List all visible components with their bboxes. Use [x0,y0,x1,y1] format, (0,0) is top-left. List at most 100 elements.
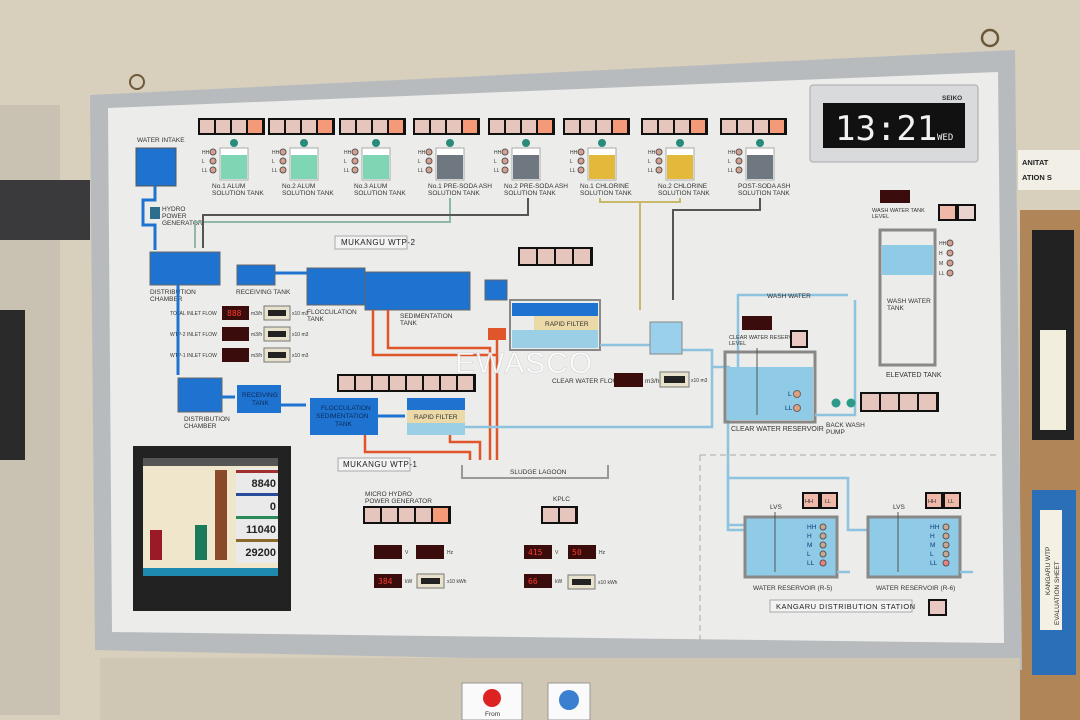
level-indicator-hh [501,148,509,156]
alarm-button[interactable] [919,394,936,410]
binder-title: KANGARU WTP [1045,547,1052,595]
alarm-button[interactable] [441,376,456,390]
indicator-hh [819,523,827,531]
flow-unit: m3/h [251,311,262,317]
energy-unit: x10 kWh [598,580,618,586]
reservoir-alarm-button[interactable] [790,330,808,348]
indicator-ll [946,269,954,277]
alarm-button[interactable] [373,376,388,390]
alarm-button[interactable] [538,120,552,133]
tank-liquid [291,155,317,179]
alarm-button[interactable] [415,120,429,133]
alarm-button[interactable] [862,394,879,410]
level-mark: M [930,542,935,549]
alarm-button[interactable] [365,508,380,522]
clear-water-reservoir-label: CLEAR WATER RESERVOIR [731,426,824,433]
alarm-button[interactable] [738,120,752,133]
alarm-button[interactable] [232,120,246,133]
alarm-button[interactable] [522,120,536,133]
wtp1-receiving-label-2: TANK [252,400,270,407]
level-indicator-hh [735,148,743,156]
alarm-button[interactable] [356,376,371,390]
alarm-button[interactable] [900,394,917,410]
alarm-button[interactable] [216,120,230,133]
alarm-button[interactable] [318,120,332,133]
ll-alarm-button[interactable] [943,492,961,509]
indicator-h [819,532,827,540]
clear-water-flow-display [614,373,643,387]
wtp1-rapid-filter-label: RAPID FILTER [414,414,458,421]
alarm-button[interactable] [286,120,300,133]
wash-tank-alarm-button[interactable] [957,204,976,221]
hh-alarm-button[interactable] [925,492,943,509]
alarm-button[interactable] [248,120,262,133]
level-mark: H [939,251,943,257]
alarm-button[interactable] [597,120,611,133]
chemical-tank-label: No.1 CHLORINE [580,183,630,190]
alarm-button[interactable] [691,120,705,133]
alarm-button[interactable] [458,376,473,390]
wash-water-tank [878,228,937,367]
chemical-tank-label: No.2 PRE-SODA ASH [504,183,568,190]
alarm-button[interactable] [770,120,784,133]
alarm-button[interactable] [643,120,657,133]
alarm-button[interactable] [431,120,445,133]
wtp2-sed-label: SEDIMENTATION [400,313,453,320]
pipe [222,395,405,418]
alarm-button[interactable] [543,508,558,522]
alarm-button[interactable] [200,120,214,133]
alarm-button[interactable] [424,376,439,390]
alarm-button[interactable] [556,249,572,264]
alarm-button[interactable] [447,120,461,133]
wtp1-dist-label-2: CHAMBER [184,423,217,430]
post-soda-line [672,198,761,300]
power-display [416,545,444,559]
alarm-button[interactable] [538,249,554,264]
level-mark: LL [344,168,350,174]
alarm-button[interactable] [357,120,371,133]
indicator-ll [793,404,801,412]
alarm-button[interactable] [302,120,316,133]
alarm-button[interactable] [339,376,354,390]
alarm-button[interactable] [754,120,768,133]
alarm-button[interactable] [433,508,448,522]
alarm-button[interactable] [341,120,355,133]
alarm-button[interactable] [581,120,595,133]
tank-liquid [667,155,693,179]
alarm-button[interactable] [613,120,627,133]
indicator-h [942,532,950,540]
alarm-button[interactable] [407,376,422,390]
alarm-button[interactable] [881,394,898,410]
mixer-motor-icon [446,139,454,147]
alarm-button[interactable] [722,120,736,133]
ll-alarm-button[interactable] [820,492,838,509]
alarm-button[interactable] [675,120,689,133]
alarm-button[interactable] [520,249,536,264]
alarm-button[interactable] [416,508,431,522]
indicator-l [793,390,801,398]
alarm-button[interactable] [560,508,575,522]
level-indicator-hh [279,148,287,156]
alarm-button[interactable] [399,508,414,522]
alarm-button[interactable] [389,120,403,133]
alarm-button[interactable] [574,249,590,264]
wash-tank-alarm-button[interactable] [938,204,957,221]
alarm-button[interactable] [270,120,284,133]
filter-underdrain [512,330,598,348]
alarm-button[interactable] [659,120,673,133]
kangaru-power-button[interactable] [928,599,947,616]
alarm-button[interactable] [382,508,397,522]
alarm-button[interactable] [373,120,387,133]
chemical-tank-label-2: SOLUTION TANK [504,190,556,197]
alarm-button[interactable] [506,120,520,133]
alarm-button[interactable] [565,120,579,133]
hh-button-label: HH [805,499,813,505]
chemical-tank-label: No.2 ALUM [282,183,315,190]
indicator-ll [942,559,950,567]
alarm-button[interactable] [463,120,477,133]
level-indicator-ll [351,166,359,174]
hh-alarm-button[interactable] [802,492,820,509]
level-indicator-hh [209,148,217,156]
alarm-button[interactable] [390,376,405,390]
alarm-button[interactable] [490,120,504,133]
